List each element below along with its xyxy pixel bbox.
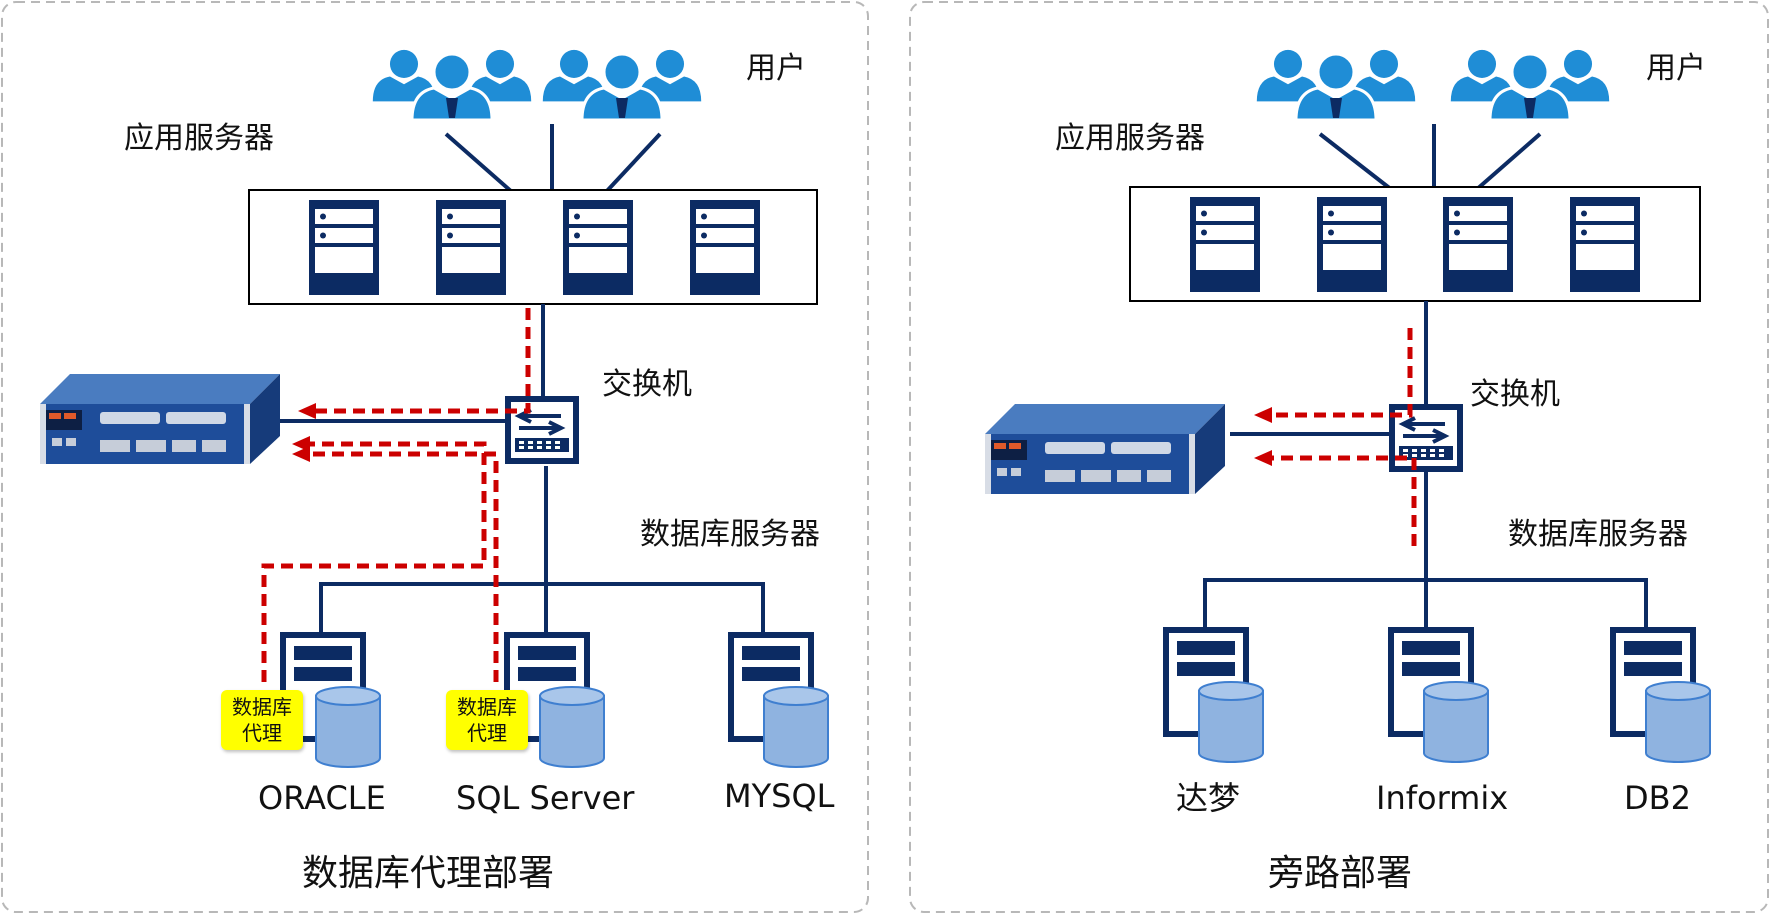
right-app-server-label: 应用服务器 [1055,121,1205,156]
left-db-oracle-label: ORACLE [258,779,386,817]
right-users-label: 用户 [1646,51,1706,86]
left-db-proxy-badge-sqlserver: 数据库 代理 [446,690,528,750]
left-db-server-label: 数据库服务器 [640,517,820,552]
proxy-label-line1: 数据库 [457,695,517,719]
left-app-server-2-icon [436,200,506,295]
right-db-dameng-icon [1162,626,1264,763]
left-user-group-1-icon [373,50,531,120]
right-network-links [1203,301,1648,627]
right-app-server-3-icon [1443,197,1513,292]
proxy-label-line2: 代理 [242,721,282,745]
left-network-links [280,304,765,632]
right-db-dameng-label: 达梦 [1176,779,1241,817]
left-switch-icon [503,394,581,466]
right-db-informix-icon [1387,626,1489,763]
right-app-server-2-icon [1317,197,1387,292]
left-audit-appliance-icon [40,374,280,464]
left-db-mysql-label: MYSQL [724,777,835,815]
left-app-server-4-icon [690,200,760,295]
proxy-label-line2: 代理 [467,721,507,745]
left-db-mysql-icon [727,631,829,768]
left-arrowheads [292,403,316,462]
right-panel-frame [909,1,1769,913]
right-app-server-4-icon [1570,197,1640,292]
right-db-db2-icon [1609,626,1711,763]
right-panel-caption: 旁路部署 [1268,853,1413,894]
right-app-server-1-icon [1190,197,1260,292]
proxy-label-line1: 数据库 [232,695,292,719]
left-panel-caption: 数据库代理部署 [302,853,555,894]
left-mirror-traffic [261,308,531,682]
left-app-server-label: 应用服务器 [124,121,274,156]
right-arrowheads [1254,407,1272,466]
right-db-informix-label: Informix [1376,779,1509,817]
left-app-server-1-icon [309,200,379,295]
left-switch-label: 交换机 [602,367,692,402]
left-db-sqlserver-label: SQL Server [456,779,635,817]
left-db-proxy-badge-oracle: 数据库 代理 [221,690,303,750]
left-user-group-2-icon [543,50,701,120]
right-db-server-label: 数据库服务器 [1508,517,1688,552]
left-user-links [444,124,662,194]
right-db-db2-label: DB2 [1624,779,1691,817]
right-user-group-2-icon [1451,50,1609,120]
right-switch-label: 交换机 [1470,377,1560,412]
left-app-server-3-icon [563,200,633,295]
right-audit-appliance-icon [985,404,1225,494]
left-panel-frame [1,1,869,913]
right-user-links [1318,124,1542,192]
right-user-group-1-icon [1257,50,1415,120]
right-mirror-traffic [1270,328,1417,546]
left-users-label: 用户 [746,51,806,86]
